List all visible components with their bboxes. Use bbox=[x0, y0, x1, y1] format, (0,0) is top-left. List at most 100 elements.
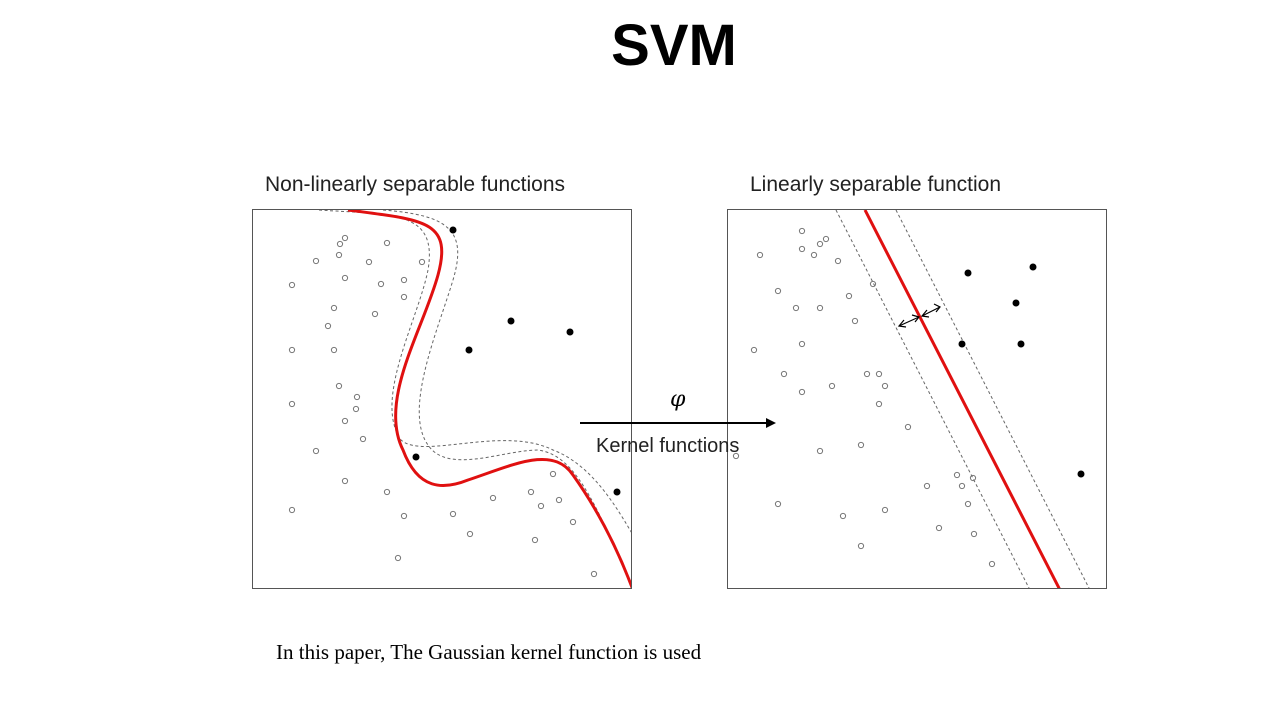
hollow-data-point bbox=[371, 310, 379, 318]
hollow-data-point bbox=[383, 239, 391, 247]
hollow-data-point bbox=[774, 500, 782, 508]
hollow-data-point bbox=[341, 417, 349, 425]
nonlinear-plot bbox=[252, 209, 632, 589]
hollow-data-point bbox=[335, 382, 343, 390]
hollow-data-point bbox=[324, 322, 332, 330]
hollow-data-point bbox=[953, 471, 961, 479]
linear-plot bbox=[727, 209, 1107, 589]
hollow-data-point bbox=[816, 240, 824, 248]
hollow-data-point bbox=[418, 258, 426, 266]
linear-data-points bbox=[732, 227, 1085, 568]
hollow-data-point bbox=[964, 500, 972, 508]
filled-data-point bbox=[566, 328, 574, 336]
hollow-data-point bbox=[383, 488, 391, 496]
hollow-data-point bbox=[988, 560, 996, 568]
nonlinear-plot-svg bbox=[288, 210, 631, 588]
footnote: In this paper, The Gaussian kernel funct… bbox=[276, 640, 702, 664]
hollow-data-point bbox=[834, 257, 842, 265]
linear-margin-right bbox=[895, 210, 1090, 588]
hollow-data-point bbox=[341, 477, 349, 485]
hollow-data-point bbox=[798, 245, 806, 253]
linear-margin-left bbox=[835, 210, 1030, 588]
margin-width-arrows bbox=[897, 303, 941, 328]
hollow-data-point bbox=[400, 276, 408, 284]
linear-plot-svg bbox=[732, 210, 1090, 588]
hollow-data-point bbox=[288, 281, 296, 289]
hollow-data-point bbox=[312, 447, 320, 455]
hollow-data-point bbox=[774, 287, 782, 295]
filled-data-point bbox=[613, 488, 621, 496]
filled-data-point bbox=[1012, 299, 1020, 307]
hollow-data-point bbox=[851, 317, 859, 325]
hollow-data-point bbox=[377, 280, 385, 288]
hollow-data-point bbox=[822, 235, 830, 243]
filled-data-point bbox=[1029, 263, 1037, 271]
hollow-data-point bbox=[875, 370, 883, 378]
hollow-data-point bbox=[780, 370, 788, 378]
hollow-data-point bbox=[466, 530, 474, 538]
hollow-data-point bbox=[839, 512, 847, 520]
hollow-data-point bbox=[394, 554, 402, 562]
hollow-data-point bbox=[312, 257, 320, 265]
hollow-data-point bbox=[341, 274, 349, 282]
hollow-data-point bbox=[335, 251, 343, 259]
hollow-data-point bbox=[798, 340, 806, 348]
hollow-data-point bbox=[810, 251, 818, 259]
hollow-data-point bbox=[875, 400, 883, 408]
hollow-data-point bbox=[845, 292, 853, 300]
hollow-data-point bbox=[330, 304, 338, 312]
hollow-data-point bbox=[400, 293, 408, 301]
nonlinear-margin-lower bbox=[382, 210, 631, 587]
hollow-data-point bbox=[555, 496, 563, 504]
phi-symbol: φ bbox=[670, 387, 686, 412]
hollow-data-point bbox=[288, 346, 296, 354]
hollow-data-point bbox=[400, 512, 408, 520]
slide-title: SVM bbox=[611, 13, 737, 78]
hollow-data-point bbox=[569, 518, 577, 526]
filled-data-point bbox=[449, 226, 457, 234]
nonlinear-margin-upper bbox=[318, 210, 631, 533]
hollow-data-point bbox=[816, 447, 824, 455]
hollow-data-point bbox=[537, 502, 545, 510]
hollow-data-point bbox=[798, 388, 806, 396]
hollow-data-point bbox=[732, 452, 740, 460]
hollow-data-point bbox=[549, 470, 557, 478]
filled-data-point bbox=[964, 269, 972, 277]
kernel-functions-label: Kernel functions bbox=[596, 435, 740, 457]
filled-data-point bbox=[412, 453, 420, 461]
hollow-data-point bbox=[365, 258, 373, 266]
hollow-data-point bbox=[288, 400, 296, 408]
hollow-data-point bbox=[798, 227, 806, 235]
nonlinear-decision-boundary bbox=[347, 210, 631, 588]
linear-decision-boundary bbox=[863, 210, 1061, 588]
filled-data-point bbox=[958, 340, 966, 348]
hollow-data-point bbox=[935, 524, 943, 532]
hollow-data-point bbox=[857, 441, 865, 449]
hollow-data-point bbox=[857, 542, 865, 550]
hollow-data-point bbox=[341, 234, 349, 242]
hollow-data-point bbox=[359, 435, 367, 443]
hollow-data-point bbox=[969, 474, 977, 482]
left-panel-title: Non-linearly separable functions bbox=[265, 173, 565, 196]
hollow-data-point bbox=[828, 382, 836, 390]
hollow-data-point bbox=[756, 251, 764, 259]
hollow-data-point bbox=[816, 304, 824, 312]
hollow-data-point bbox=[489, 494, 497, 502]
hollow-data-point bbox=[330, 346, 338, 354]
filled-data-point bbox=[465, 346, 473, 354]
hollow-data-point bbox=[869, 280, 877, 288]
hollow-data-point bbox=[923, 482, 931, 490]
hollow-data-point bbox=[449, 510, 457, 518]
nonlinear-data-points bbox=[288, 226, 621, 578]
filled-data-point bbox=[1077, 470, 1085, 478]
hollow-data-point bbox=[750, 346, 758, 354]
filled-data-point bbox=[1017, 340, 1025, 348]
hollow-data-point bbox=[881, 506, 889, 514]
hollow-data-point bbox=[792, 304, 800, 312]
hollow-data-point bbox=[288, 506, 296, 514]
hollow-data-point bbox=[352, 405, 360, 413]
hollow-data-point bbox=[353, 393, 361, 401]
hollow-data-point bbox=[527, 488, 535, 496]
hollow-data-point bbox=[863, 370, 871, 378]
filled-data-point bbox=[507, 317, 515, 325]
